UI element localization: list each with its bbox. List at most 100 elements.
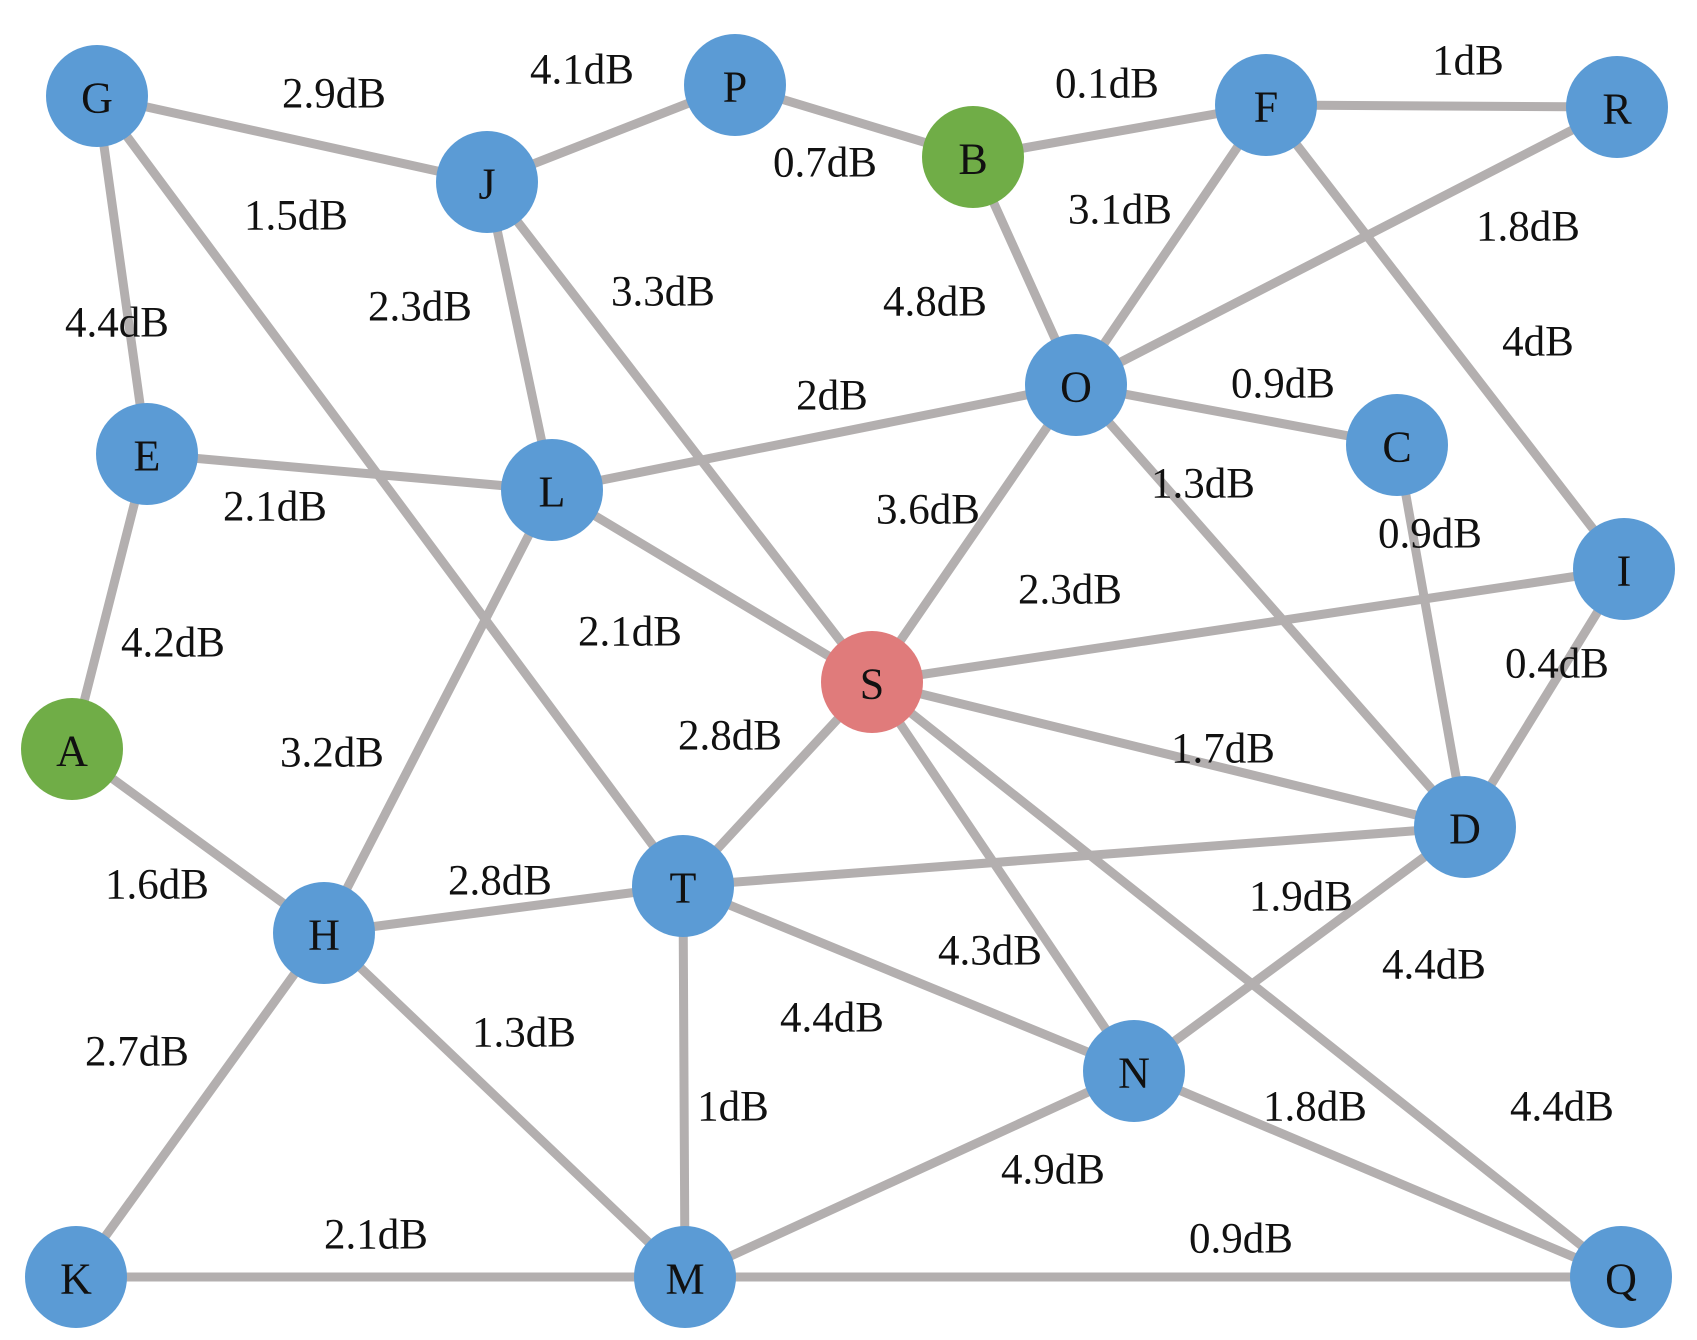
edge-T-N <box>678 881 1139 1076</box>
node-B: B <box>922 106 1024 208</box>
node-Q: Q <box>1570 1226 1672 1328</box>
edge-L-S <box>547 485 877 687</box>
edge-label-G-T: 1.5dB <box>244 193 348 240</box>
edge-O-S <box>867 380 1081 687</box>
edge-label-layer: 2.9dB 4.1dB 0.7dB 0.1dB 1dB 1.5dB 4.4dB 2.3dB 3.… <box>65 38 1614 1263</box>
node-circle-B <box>922 106 1024 208</box>
edge-label-S-I: 2.3dB <box>1018 567 1122 614</box>
edge-A-H <box>67 744 329 938</box>
edge-label-S-D: 1.7dB <box>1171 726 1275 773</box>
node-circle-C <box>1346 394 1448 496</box>
edge-label-G-E: 4.4dB <box>65 300 169 347</box>
node-label-J: J <box>478 160 495 209</box>
edge-N-Q <box>1129 1066 1626 1282</box>
edge-label-S-Q: 4.4dB <box>1510 1084 1614 1131</box>
node-label-L: L <box>539 468 566 517</box>
edge-label-H-M: 1.3dB <box>472 1010 576 1057</box>
node-label-K: K <box>60 1255 92 1304</box>
edge-J-S <box>482 177 877 687</box>
node-label-T: T <box>670 864 697 913</box>
node-P: P <box>684 34 786 136</box>
edge-label-E-L: 2.1dB <box>223 484 327 531</box>
node-circle-S <box>821 631 923 733</box>
node-J: J <box>436 131 538 233</box>
edge-L-H <box>319 485 557 938</box>
edge-label-B-F: 0.1dB <box>1055 61 1159 108</box>
edge-label-L-O: 2dB <box>796 373 868 420</box>
edge-label-P-B: 0.7dB <box>773 140 877 187</box>
edge-label-O-S: 3.6dB <box>876 487 980 534</box>
node-circle-N <box>1083 1020 1185 1122</box>
node-L: L <box>501 439 603 541</box>
edge-J-L <box>482 177 557 495</box>
edge-label-N-M: 4.9dB <box>1001 1147 1105 1194</box>
edge-N-M <box>680 1066 1139 1282</box>
edge-label-E-A: 4.2dB <box>121 620 225 667</box>
node-G: G <box>46 45 148 147</box>
node-label-N: N <box>1118 1049 1150 1098</box>
edge-G-T <box>92 91 688 891</box>
edge-O-C <box>1071 380 1402 450</box>
edge-label-L-H: 3.2dB <box>280 730 384 777</box>
node-label-A: A <box>56 727 88 776</box>
edge-L-O <box>547 380 1081 495</box>
edge-label-H-T: 2.8dB <box>448 858 552 905</box>
edge-label-T-D: 1.9dB <box>1249 874 1353 921</box>
edge-label-G-J: 2.9dB <box>282 71 386 118</box>
node-circle-H <box>273 882 375 984</box>
edge-label-L-S: 2.1dB <box>578 609 682 656</box>
node-R: R <box>1566 56 1668 158</box>
edge-label-S-T: 2.8dB <box>678 713 782 760</box>
node-circle-E <box>96 403 198 505</box>
edge-F-I <box>1261 100 1629 574</box>
node-label-I: I <box>1617 547 1632 596</box>
edge-label-M-Q: 0.9dB <box>1189 1216 1293 1263</box>
edge-label-J-P: 4.1dB <box>530 47 634 94</box>
edge-label-K-M: 2.1dB <box>324 1212 428 1259</box>
edge-label-C-D: 0.9dB <box>1378 511 1482 558</box>
edge-label-N-Q: 1.8dB <box>1263 1084 1367 1131</box>
node-label-Q: Q <box>1605 1255 1637 1304</box>
node-label-C: C <box>1382 423 1411 472</box>
edge-label-O-D: 1.3dB <box>1151 461 1255 508</box>
node-label-S: S <box>860 660 884 709</box>
node-O: O <box>1025 334 1127 436</box>
edge-O-D <box>1071 380 1470 832</box>
edge-H-M <box>319 928 690 1282</box>
edge-S-D <box>867 677 1470 832</box>
node-circle-O <box>1025 334 1127 436</box>
node-label-D: D <box>1449 805 1481 854</box>
node-circle-J <box>436 131 538 233</box>
node-circle-L <box>501 439 603 541</box>
edge-label-F-I: 4dB <box>1502 319 1574 366</box>
edge-S-Q <box>867 677 1626 1282</box>
node-D: D <box>1414 776 1516 878</box>
node-circle-M <box>634 1226 736 1328</box>
node-circle-K <box>25 1226 127 1328</box>
node-label-R: R <box>1602 85 1632 134</box>
edge-label-D-N: 4.4dB <box>1382 942 1486 989</box>
node-M: M <box>634 1226 736 1328</box>
edge-label-T-M: 1dB <box>697 1084 769 1131</box>
edge-label-S-N: 4.3dB <box>938 928 1042 975</box>
node-label-B: B <box>958 135 987 184</box>
node-label-E: E <box>134 432 161 481</box>
node-A: A <box>21 698 123 800</box>
node-layer: G P B F R J E L O C I A S D H T N K M Q <box>21 34 1675 1328</box>
edge-label-T-N: 4.4dB <box>780 995 884 1042</box>
edge-label-J-S: 3.3dB <box>611 269 715 316</box>
node-label-H: H <box>308 911 340 960</box>
node-S: S <box>821 631 923 733</box>
node-E: E <box>96 403 198 505</box>
edge-label-F-O: 3.1dB <box>1068 187 1172 234</box>
node-label-P: P <box>723 63 747 112</box>
edge-T-D <box>678 822 1470 891</box>
node-label-M: M <box>665 1255 704 1304</box>
node-circle-T <box>632 835 734 937</box>
edge-S-I <box>867 564 1629 687</box>
node-T: T <box>632 835 734 937</box>
edge-label-A-H: 1.6dB <box>105 862 209 909</box>
node-H: H <box>273 882 375 984</box>
node-label-F: F <box>1254 83 1278 132</box>
edge-label-F-R: 1dB <box>1432 38 1504 85</box>
